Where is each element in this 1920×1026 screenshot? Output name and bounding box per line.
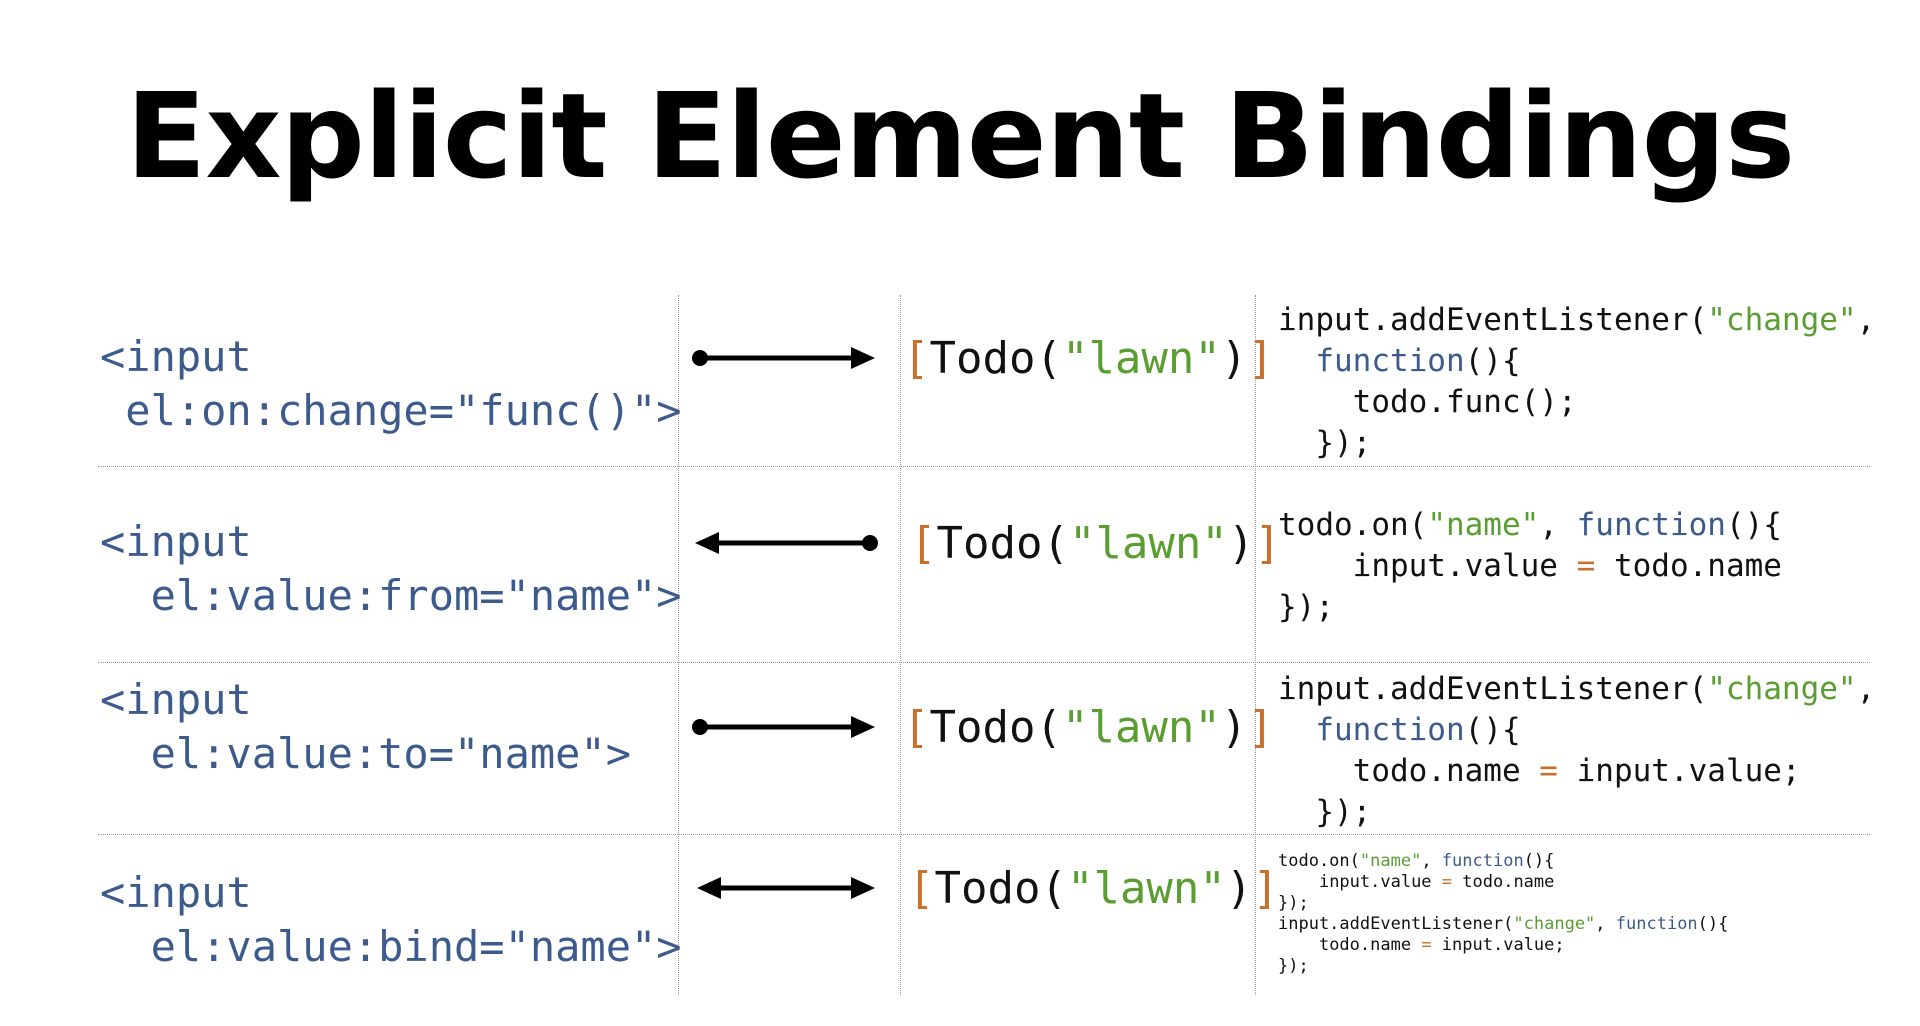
row-divider-1 [98,466,1870,467]
code-block-row-2: todo.on("name", function(){ input.value … [1278,507,1782,625]
markup-line-1: <input [100,868,252,917]
markup-line-1: <input [100,517,252,566]
column-divider-3 [1255,295,1256,995]
markup-line-2: el:value:from="name"> [100,571,682,620]
code-block-row-1: input.addEventListener("change", functio… [1278,302,1876,461]
row-divider-2 [98,662,1870,663]
column-divider-2 [900,295,901,995]
todo-label: [Todo("lawn")] [903,333,1274,384]
arrow-right-icon [692,716,875,738]
code-block-row-3: input.addEventListener("change", functio… [1278,671,1876,830]
markup-row-3: <input el:value:to="name"> [100,673,631,781]
markup-row-4: <input el:value:bind="name"> [100,866,682,974]
arrow-both-icon [697,877,875,899]
markup-line-1: <input [100,332,252,381]
todo-label: [Todo("lawn")] [910,518,1281,569]
arrow-left-icon [695,532,878,554]
slide-title: Explicit Element Bindings [125,67,1796,205]
markup-row-2: <input el:value:from="name"> [100,515,682,623]
column-divider-1 [678,295,679,995]
markup-line-2: el:on:change="func()"> [100,386,682,435]
todo-label: [Todo("lawn")] [908,863,1279,914]
markup-line-1: <input [100,675,252,724]
code-block-row-4: todo.on("name", function(){ input.value … [1278,851,1729,976]
markup-line-2: el:value:to="name"> [100,729,632,778]
markup-row-1: <input el:on:change="func()"> [100,330,682,438]
arrow-right-icon [692,347,875,369]
markup-line-2: el:value:bind="name"> [100,922,682,971]
todo-label: [Todo("lawn")] [903,702,1274,753]
row-divider-3 [98,834,1870,835]
